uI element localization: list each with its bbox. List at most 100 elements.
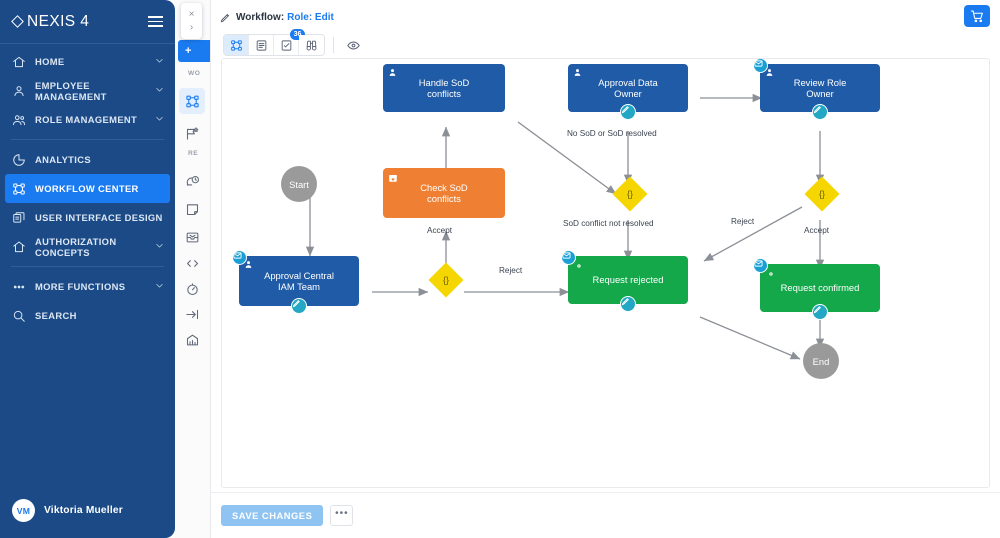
- diamond-shape: [428, 262, 464, 298]
- sidebar-item-home[interactable]: HOME: [0, 47, 175, 76]
- main-area: Workflow: Role: Edit 36: [211, 0, 1000, 538]
- node-label: Request confirmed: [780, 282, 860, 294]
- edit-badge-icon[interactable]: [291, 298, 307, 314]
- sidebar-item-employee-management[interactable]: EMPLOYEE MANAGEMENT: [0, 76, 175, 105]
- bar-chart-icon[interactable]: [179, 327, 205, 353]
- view-toolbar-group: 36: [223, 29, 325, 56]
- node-label: Start: [289, 178, 309, 190]
- workflow-node-start[interactable]: Start: [281, 166, 317, 202]
- layers-icon: [11, 210, 26, 225]
- sidebar-item-label: SEARCH: [35, 310, 77, 321]
- note-icon[interactable]: [179, 196, 205, 222]
- footer-bar: SAVE CHANGES •••: [211, 492, 1000, 538]
- sidebar-item-role-management[interactable]: ROLE MANAGEMENT: [0, 105, 175, 134]
- sidebar-user[interactable]: VM Viktoria Mueller: [0, 499, 175, 538]
- edge-label: Reject: [499, 266, 523, 275]
- add-button[interactable]: +: [178, 40, 210, 62]
- list-view-button[interactable]: [249, 35, 274, 55]
- pie-chart-icon: [11, 152, 26, 167]
- mail-badge-icon[interactable]: [753, 59, 768, 73]
- more-options-button[interactable]: •••: [330, 505, 354, 526]
- gauge-icon[interactable]: [179, 276, 205, 302]
- sidebar-brand: NEXIS 4: [0, 0, 175, 44]
- preview-eye-button[interactable]: [342, 35, 364, 55]
- sidebar-divider: [11, 139, 164, 140]
- sidebar-divider: [11, 266, 164, 267]
- hamburger-icon[interactable]: [148, 15, 163, 28]
- edge-label: No SoD or SoD resolved: [567, 129, 657, 138]
- page-title-value[interactable]: Role: Edit: [287, 12, 334, 23]
- mail-badge-icon[interactable]: [561, 250, 576, 265]
- sidebar-item-label: HOME: [35, 56, 65, 67]
- sidebar-item-label: USER INTERFACE DESIGN: [35, 212, 163, 223]
- sidebar-item-authorization-concepts[interactable]: AUTHORIZATION CONCEPTS: [0, 232, 175, 261]
- edit-badge-icon[interactable]: [812, 104, 828, 120]
- arrow-bar-icon[interactable]: [179, 301, 205, 327]
- mail-badge-icon[interactable]: [753, 258, 768, 273]
- sidebar-item-workflow-center[interactable]: WORKFLOW CENTER: [5, 174, 170, 203]
- home-icon: [11, 54, 26, 69]
- search-icon: [11, 308, 26, 323]
- sidebar-item-label: WORKFLOW CENTER: [35, 183, 139, 194]
- gateway-label: {}: [442, 275, 449, 285]
- inbox-icon[interactable]: [179, 224, 205, 250]
- chevron-down-icon[interactable]: [154, 113, 165, 126]
- edit-badge-icon[interactable]: [620, 296, 636, 312]
- flag-star-icon[interactable]: [179, 120, 205, 146]
- page-header: Workflow: Role: Edit: [211, 0, 1000, 27]
- compare-view-button[interactable]: [299, 35, 324, 55]
- node-label: Request rejected: [592, 274, 664, 286]
- workflow-icon: [11, 181, 26, 196]
- workflow-node-request_confirmed[interactable]: Request confirmed: [753, 258, 880, 320]
- workflow-gateway-gw3[interactable]: {}: [804, 176, 840, 212]
- chevron-down-icon[interactable]: [154, 84, 165, 97]
- workflow-icon[interactable]: [179, 88, 205, 114]
- chevron-down-icon[interactable]: [154, 280, 165, 293]
- tasks-view-button[interactable]: 36: [274, 29, 305, 55]
- chevron-right-icon[interactable]: ›: [189, 22, 194, 33]
- close-icon[interactable]: ×: [188, 9, 195, 20]
- workflow-node-request_rejected[interactable]: Request rejected: [561, 250, 688, 312]
- chevron-down-icon[interactable]: [154, 55, 165, 68]
- user-icon: [11, 83, 26, 98]
- edge-label: SoD conflict not resolved: [563, 219, 654, 228]
- code-icon[interactable]: [179, 250, 205, 276]
- rail-section-label: WO: [188, 70, 201, 77]
- edit-badge-icon[interactable]: [620, 104, 636, 120]
- edge-label: Accept: [427, 226, 453, 235]
- diamond-shape: [804, 176, 840, 212]
- sidebar-item-user-interface-design[interactable]: USER INTERFACE DESIGN: [0, 203, 175, 232]
- mail-badge-icon[interactable]: [232, 250, 247, 265]
- save-changes-button[interactable]: SAVE CHANGES: [221, 505, 324, 526]
- chevron-down-icon[interactable]: [154, 240, 165, 253]
- edit-badge-icon[interactable]: [812, 304, 828, 320]
- workflow-node-end[interactable]: End: [803, 343, 839, 379]
- sidebar-item-label: MORE FUNCTIONS: [35, 281, 126, 292]
- shopping-cart-icon[interactable]: [964, 5, 990, 27]
- workflow-gateway-gw1[interactable]: {}: [428, 262, 464, 298]
- pencil-icon: [220, 12, 231, 23]
- gateway-label: {}: [818, 189, 825, 199]
- node-label: End: [812, 355, 830, 367]
- workflow-gateway-gw2[interactable]: {}: [612, 176, 648, 212]
- sidebar-item-more-functions[interactable]: MORE FUNCTIONS: [0, 272, 175, 301]
- clock-alert-icon[interactable]: [179, 168, 205, 194]
- diagram-view-button[interactable]: [224, 35, 249, 55]
- sidebar-item-search[interactable]: SEARCH: [0, 301, 175, 330]
- sidebar-item-analytics[interactable]: ANALYTICS: [0, 145, 175, 174]
- user-name: Viktoria Mueller: [44, 505, 123, 516]
- toolbar-divider: [333, 37, 334, 53]
